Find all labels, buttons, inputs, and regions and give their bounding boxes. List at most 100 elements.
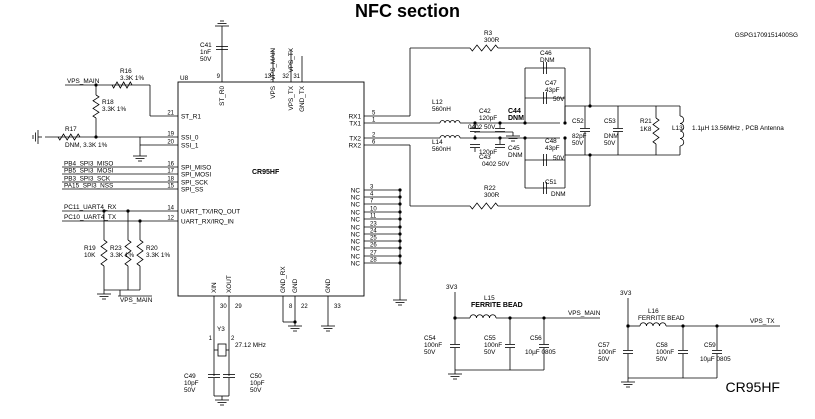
pin-number: 22 (301, 304, 308, 310)
resistor-zigzag (652, 117, 660, 145)
r19-value: 10K (84, 252, 96, 259)
pin-number: 13 (264, 74, 271, 80)
ground-symbol (133, 152, 147, 162)
pin-number: 27 (370, 251, 377, 257)
resistor-zigzag (57, 133, 81, 141)
pin-number: 33 (334, 304, 341, 310)
pin-number: 1 (372, 118, 376, 124)
c55-ref: C55 (484, 335, 496, 342)
ground-symbol (288, 322, 302, 332)
capacitor-symbol (495, 143, 505, 149)
pin-number: 31 (293, 74, 300, 80)
pin-name: NC (351, 225, 361, 232)
junction-dot (715, 324, 719, 328)
c57-ref: C57 (598, 342, 610, 349)
spi-nets: PB4_SPI3_MISOPB5_SPI3_MOSIPB3_SPI3_SCKPA… (62, 161, 150, 190)
pin-number: 10 (370, 207, 377, 213)
pin-number: 25 (370, 236, 377, 242)
pin-name: GND (325, 278, 332, 293)
r19-ref: R19 (84, 245, 96, 252)
inductor-coil (679, 115, 685, 147)
r3-value: 300R (484, 37, 500, 44)
r20-ref: R20 (146, 245, 158, 252)
net-label-vps-main: VPS_MAIN (67, 78, 100, 85)
pin-name: NC (351, 261, 361, 268)
l16-value: FERRITE BEAD (638, 315, 685, 322)
pin-name: XOUT (226, 275, 233, 293)
pin-number: 30 (220, 304, 227, 310)
capacitor-symbol (216, 46, 228, 50)
u8-body (177, 81, 365, 297)
pin-name: UART_TX/IRQ_OUT (181, 209, 240, 216)
pin-name: ST_R0 (219, 86, 226, 106)
pin-number: 21 (167, 111, 174, 117)
resistor-zigzag (111, 81, 133, 89)
pin-number: 19 (167, 132, 174, 138)
resistor-symbol (469, 44, 499, 52)
pin-name: VPS (270, 86, 277, 99)
inductor-coil (439, 135, 461, 139)
ground-symbol (97, 290, 111, 300)
ground-symbol (32, 130, 42, 144)
inductor-coil (639, 322, 667, 327)
c49-value: 10pF (184, 380, 199, 387)
pin-name: TX1 (349, 121, 361, 128)
ground-symbol (506, 132, 520, 142)
u8-part-name: CR95HF (252, 169, 280, 176)
r22-value: 300R (484, 192, 500, 199)
c42-value: 120pF (479, 115, 497, 122)
c48-ref: C48 (545, 138, 557, 145)
ground-symbol (393, 296, 407, 306)
c44-value: DNM (508, 115, 524, 122)
capacitor-symbol (613, 127, 623, 133)
c54-voltage: 50V (424, 349, 436, 356)
uart-nets: PC11_UART4_RXPC10_UART4_TXVPS_MAINR1910K… (62, 204, 170, 304)
junction-dot (681, 324, 685, 328)
resistor-zigzag (469, 44, 499, 52)
pin-name: NC (351, 202, 361, 209)
pin-number: 20 (167, 140, 174, 146)
l12-ref: L12 (432, 99, 443, 106)
pin-name: SPI_SS (181, 187, 203, 194)
pin-number: 2 (231, 336, 235, 342)
c50-value: 10pF (250, 380, 265, 387)
resistor-symbol (652, 117, 660, 145)
capacitor-symbol (543, 92, 547, 104)
r17-value: DNM, 3.3K 1% (65, 142, 108, 149)
resistor-zigzag (92, 94, 100, 119)
c42-ref: C42 (479, 108, 491, 115)
r23-value: 3.3K 1% (110, 252, 134, 259)
c59-value: 10µF 0805 (700, 356, 731, 363)
resistor-zigzag (100, 239, 108, 267)
inductor-symbol (679, 115, 685, 147)
l15-value: FERRITE BEAD (471, 302, 523, 309)
junction-dot (498, 136, 502, 140)
c41-value: 1nF (200, 49, 211, 56)
c41-voltage: 50V (200, 56, 212, 63)
pin-name: RX1 (349, 114, 362, 121)
resistor-symbol (111, 81, 133, 89)
c54-value: 100nF (424, 342, 442, 349)
c48-value: 43pF (545, 145, 560, 152)
pin-name: SPI_SCK (181, 180, 209, 187)
c46-ref: C46 (540, 50, 552, 57)
c56-ref: C56 (530, 335, 542, 342)
capacitor-symbol (623, 349, 633, 355)
capacitor-symbol (505, 343, 515, 349)
ground-symbol (215, 396, 229, 406)
ground-symbol (448, 370, 462, 380)
c53-voltage: 50V (604, 140, 616, 147)
c50-voltage: 50V (250, 387, 262, 394)
inductor-symbol (639, 322, 667, 327)
pin-name: TX2 (349, 136, 361, 143)
r22-ref: R22 (484, 185, 496, 192)
pin-name: UART_RX/IRQ_IN (181, 219, 234, 226)
junction-dot (626, 324, 630, 328)
pin-number: 28 (370, 258, 377, 264)
c42-size: 0402 50V (468, 124, 496, 131)
pin-name: SPI_MOSI (181, 172, 211, 179)
